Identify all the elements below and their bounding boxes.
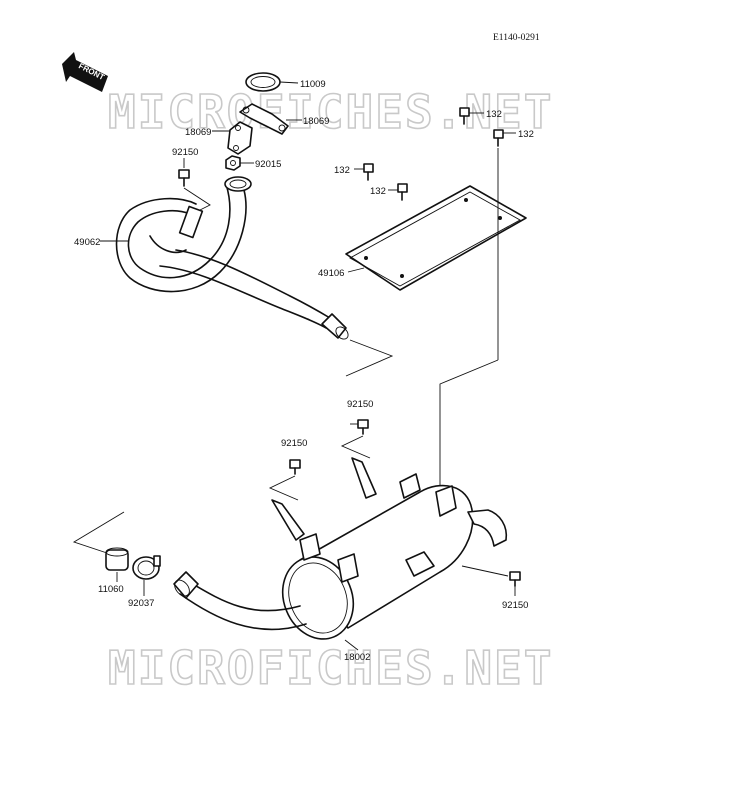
- heat-shield-plate-part: [345, 185, 527, 291]
- leader-132-to-muffler: [439, 359, 499, 490]
- leader-92150-b-to-bracket: [340, 435, 371, 459]
- sleeve-part: [105, 547, 129, 571]
- label-18069-a: 18069: [303, 116, 329, 127]
- label-132-b: 132: [518, 129, 534, 140]
- front-arrow-icon: FRONT: [62, 52, 108, 92]
- label-92015: 92015: [255, 159, 281, 170]
- label-132-a: 132: [486, 109, 502, 120]
- label-49106: 49106: [318, 268, 344, 279]
- label-132-c: 132: [334, 165, 350, 176]
- label-92150-b: 92150: [347, 399, 373, 410]
- label-11060: 11060: [98, 584, 124, 595]
- label-92150-c: 92150: [281, 438, 307, 449]
- leader-92150-c-to-bracket: [268, 475, 299, 501]
- leader-pipe-to-sleeve: [72, 511, 125, 557]
- label-92150-a: 92150: [172, 147, 198, 158]
- nut-part: [225, 155, 241, 171]
- bolt-92150-c-part: [289, 459, 301, 475]
- watermark-top: MICROFICHES.NET: [108, 85, 553, 139]
- bolt-132-c-part: [363, 163, 374, 181]
- inlet-pipe-part: [173, 571, 307, 631]
- bolt-upper-left-part: [178, 169, 190, 187]
- bolt-92150-b-part: [357, 419, 369, 435]
- muffler-part: [271, 457, 508, 640]
- label-49062: 49062: [74, 237, 100, 248]
- label-92037: 92037: [128, 598, 154, 609]
- bolt-132-d-part: [397, 183, 408, 201]
- clamp-part: [132, 555, 161, 580]
- label-132-d: 132: [370, 186, 386, 197]
- header-pipe-part: [115, 176, 349, 340]
- gasket-ring-part: [245, 72, 281, 92]
- bolt-132-b-part: [493, 129, 504, 147]
- bolt-92150-d-part: [509, 571, 521, 587]
- bolt-132-a-part: [459, 107, 470, 125]
- flange-upper-part: [239, 103, 289, 135]
- leader-49106: [347, 267, 365, 273]
- leader-11009: [279, 81, 299, 84]
- leader-18002: [344, 639, 359, 651]
- label-18069-b: 18069: [185, 127, 211, 138]
- diagram-code: E1140-0291: [493, 33, 540, 43]
- watermark-bottom: MICROFICHES.NET: [108, 641, 553, 695]
- flange-lower-part: [227, 121, 253, 155]
- label-11009: 11009: [300, 79, 326, 90]
- label-92150-d: 92150: [502, 600, 528, 611]
- leader-pipe-connection: [345, 339, 394, 377]
- leader-92150-d-to-muffler: [461, 565, 509, 577]
- label-18002: 18002: [344, 652, 370, 663]
